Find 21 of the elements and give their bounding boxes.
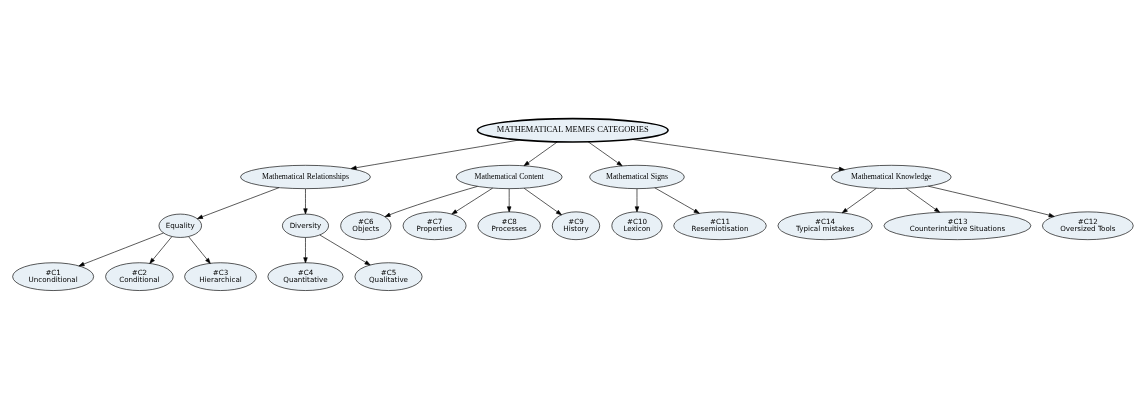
arrow xyxy=(587,140,623,166)
arrow xyxy=(634,188,640,212)
arrow xyxy=(654,187,700,214)
arrow xyxy=(631,138,845,171)
arrow xyxy=(928,185,1055,217)
node-ellipse: MATHEMATICAL MEMES CATEGORIES xyxy=(476,117,669,143)
arrow xyxy=(149,235,173,264)
arrow xyxy=(303,188,308,214)
arrow xyxy=(188,235,211,264)
arrow xyxy=(523,141,558,166)
arrow xyxy=(451,187,493,214)
arrow xyxy=(319,234,371,265)
arrow xyxy=(841,187,877,213)
arrow xyxy=(78,232,164,266)
arrow xyxy=(197,186,280,219)
arrow xyxy=(523,187,562,215)
arrow xyxy=(384,185,478,217)
arrow xyxy=(507,188,512,212)
arrow xyxy=(350,139,520,170)
arrow xyxy=(905,187,940,213)
arrow xyxy=(303,236,308,263)
